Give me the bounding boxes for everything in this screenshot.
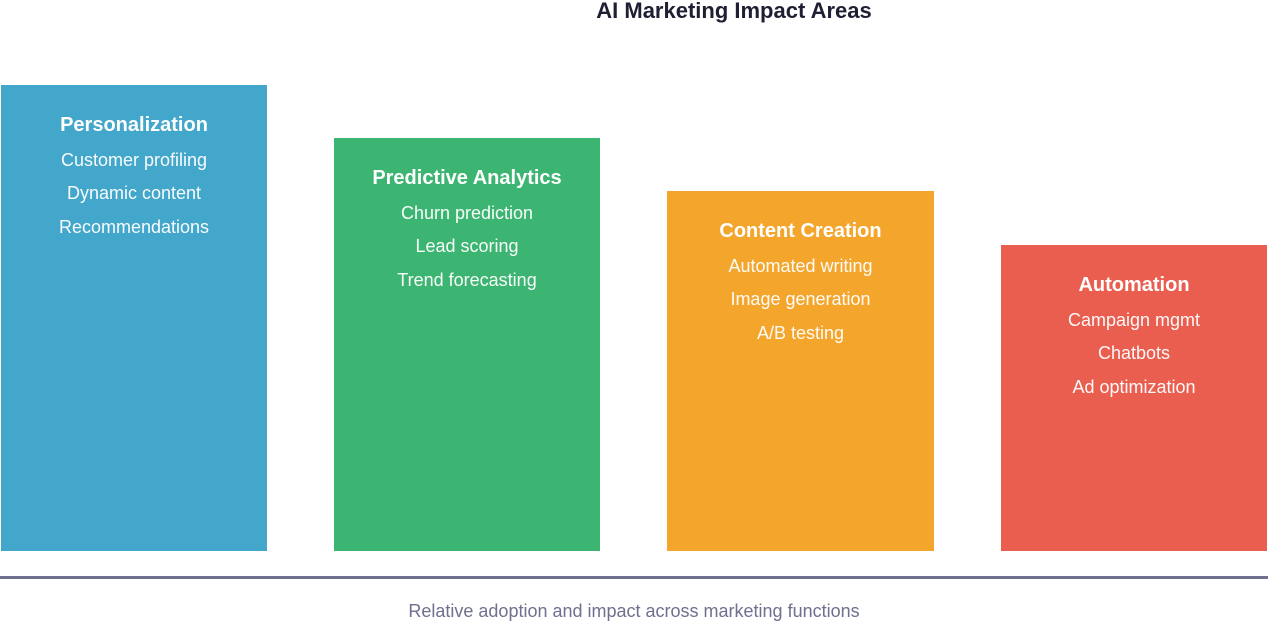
area-box-personalization: Personalization Customer profiling Dynam… bbox=[1, 85, 267, 551]
area-items: Campaign mgmt Chatbots Ad optimization bbox=[1001, 304, 1267, 404]
area-items: Customer profiling Dynamic content Recom… bbox=[1, 144, 267, 244]
area-title: Personalization bbox=[60, 114, 208, 136]
area-items: Churn prediction Lead scoring Trend fore… bbox=[334, 197, 600, 297]
area-item: Lead scoring bbox=[415, 236, 519, 257]
baseline-divider bbox=[0, 576, 1268, 579]
area-items: Automated writing Image generation A/B t… bbox=[667, 250, 934, 350]
area-box-content-creation: Content Creation Automated writing Image… bbox=[667, 191, 934, 551]
area-box-automation: Automation Campaign mgmt Chatbots Ad opt… bbox=[1001, 245, 1267, 551]
area-item: Trend forecasting bbox=[397, 269, 537, 290]
area-item: Ad optimization bbox=[1072, 376, 1196, 397]
area-item: Chatbots bbox=[1097, 343, 1171, 364]
area-item: Image generation bbox=[730, 289, 871, 310]
area-item: Campaign mgmt bbox=[1067, 310, 1201, 330]
area-item: Automated writing bbox=[728, 256, 873, 276]
area-item: Churn prediction bbox=[400, 203, 534, 223]
area-title: Automation bbox=[1078, 274, 1190, 296]
area-box-predictive-analytics: Predictive Analytics Churn prediction Le… bbox=[334, 138, 600, 551]
diagram-caption: Relative adoption and impact across mark… bbox=[408, 601, 860, 621]
area-title: Predictive Analytics bbox=[372, 167, 562, 189]
area-item: Recommendations bbox=[58, 216, 210, 237]
area-item: Dynamic content bbox=[66, 183, 202, 204]
area-item: A/B testing bbox=[756, 322, 845, 343]
area-item: Customer profiling bbox=[60, 150, 208, 170]
diagram-title: AI Marketing Impact Areas bbox=[596, 0, 872, 23]
area-title: Content Creation bbox=[719, 220, 882, 242]
